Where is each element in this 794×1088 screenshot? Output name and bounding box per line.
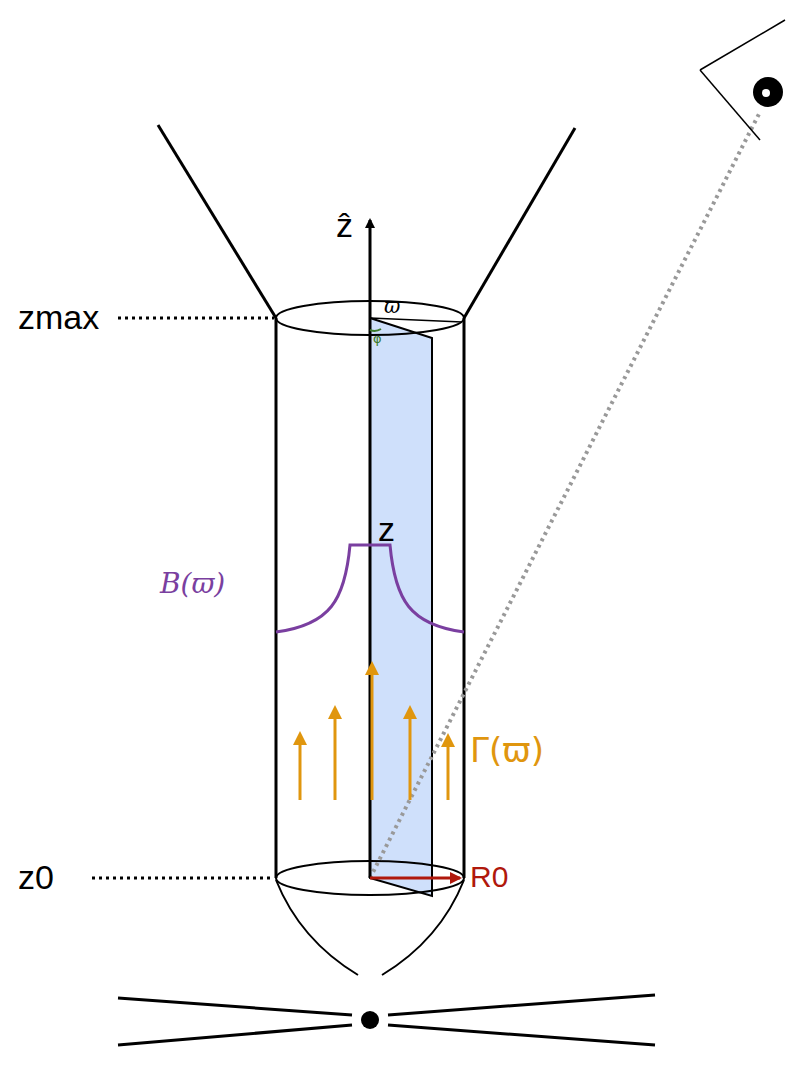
funnel-line: [464, 128, 575, 318]
disk: [388, 1025, 655, 1045]
cylinder-wall: [275, 318, 278, 878]
eye: [700, 20, 785, 70]
lorentz-arrow: [299, 738, 302, 800]
eye: [762, 89, 770, 97]
slice-plane: [370, 318, 432, 896]
black-hole: [361, 1011, 379, 1029]
lorentz-arrow: [409, 712, 412, 800]
axis-label: ẑ: [336, 208, 353, 242]
funnel-line: [158, 125, 276, 318]
lorentz-arrow: [447, 740, 450, 800]
level-line: [118, 317, 274, 320]
field-profile: [276, 545, 464, 632]
angle-symbol: φ: [373, 332, 382, 345]
radius-label: R0: [470, 862, 508, 892]
eye: [753, 77, 783, 107]
line-of-sight: [370, 112, 760, 878]
level-line: [92, 877, 274, 880]
radius-line: [370, 318, 462, 322]
disk: [388, 995, 655, 1015]
level-label: zmax: [18, 300, 99, 334]
radius-symbol: ϖ: [384, 296, 400, 316]
radius-arrow: [370, 877, 460, 880]
lorentz-label: Γ(ϖ): [470, 733, 544, 767]
field-label: B(ϖ): [160, 570, 225, 598]
nozzle: [276, 880, 358, 975]
eye: [700, 70, 760, 140]
lorentz-arrow: [371, 668, 374, 800]
cylinder-wall: [463, 318, 466, 878]
level-label: z0: [18, 860, 54, 894]
lorentz-arrow: [334, 712, 337, 800]
height-label: z: [378, 512, 395, 546]
disk: [118, 998, 352, 1015]
angle-arc: [370, 329, 381, 331]
disk: [118, 1025, 352, 1045]
nozzle: [382, 880, 464, 975]
